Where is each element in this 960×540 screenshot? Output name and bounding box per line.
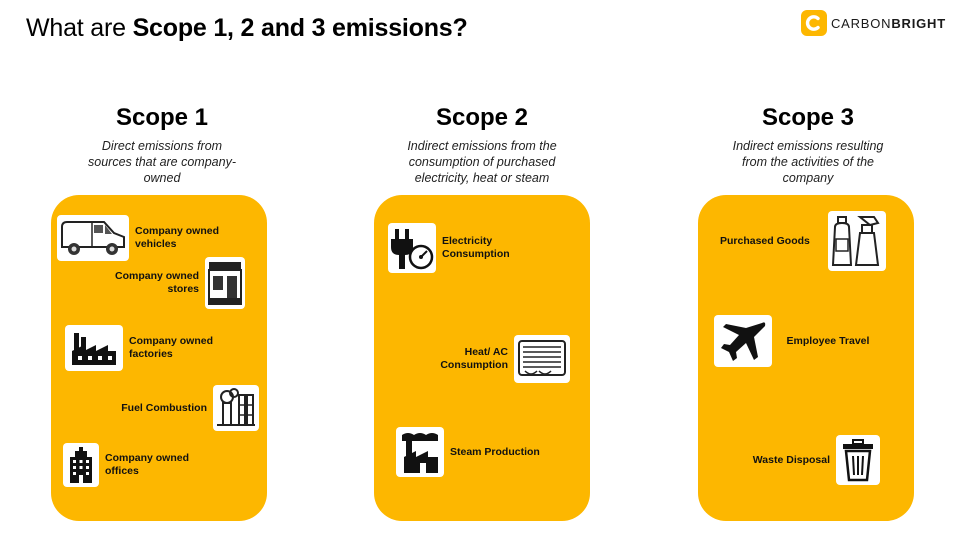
storefront-icon [205,257,245,309]
scope1-description: Direct emissions from sources that are c… [88,139,236,185]
steam-factory-icon [396,427,444,477]
scope3-item-goods: Purchased Goods [720,211,886,271]
scope1-card: Company owned vehicles Company owned sto… [51,195,267,521]
office-building-icon [63,443,99,487]
scope2-item-heat: Heat/ AC Consumption [430,335,570,383]
scope3-item-goods-label: Purchased Goods [720,234,810,247]
scope1-item-factories: Company owned factories [65,325,229,371]
scope1-item-stores-label: Company owned stores [114,270,199,295]
plug-meter-icon [388,223,436,273]
factory-icon [65,325,123,371]
page-title-emphasis: Scope 1, 2 and 3 emissions? [132,14,468,42]
scope3-item-travel: Employee Travel [714,315,878,367]
scope2-header: Scope 2 Indirect emissions from the cons… [372,104,592,186]
scope2-description: Indirect emissions from the consumption … [407,139,557,185]
scope3-header: Scope 3 Indirect emissions resulting fro… [698,104,918,186]
scope1-item-offices: Company owned offices [63,443,205,487]
scope3-item-waste: Waste Disposal [744,435,880,485]
scope1-item-stores: Company owned stores [101,257,245,309]
scope1-item-fuel: Fuel Combustion [111,385,259,431]
scope2-item-electricity-label: Electricity Consumption [442,235,510,260]
logo-wordmark: CARBONBRIGHT [831,16,946,31]
scope1-item-vehicles-label: Company owned vehicles [135,225,220,250]
scope2-item-steam-label: Steam Production [450,445,540,458]
carbonbright-mark-icon [800,10,827,36]
scope1-header: Scope 1 Direct emissions from sources th… [52,104,272,186]
logo-word-2: BRIGHT [891,15,946,31]
airplane-icon [714,315,772,367]
bottles-icon [828,211,886,271]
page-title-prefix: What are [26,14,133,42]
scope3-description: Indirect emissions resulting from the ac… [732,139,884,185]
scope1-item-factories-label: Company owned factories [129,335,214,360]
scope2-item-heat-label: Heat/ AC Consumption [440,346,508,371]
logo-word-1: CARBON [830,15,892,31]
air-conditioner-icon [514,335,570,383]
van-icon [57,215,129,261]
scope2-item-steam: Steam Production [396,427,560,477]
scope1-item-offices-label: Company owned offices [105,452,190,477]
scope3-card: Purchased Goods Employee Travel Waste Di… [698,195,914,521]
combustion-icon [213,385,259,431]
scope1-item-fuel-label: Fuel Combustion [121,401,207,414]
scope2-card: Electricity Consumption Heat/ AC Consump… [374,195,590,521]
carbonbright-logo: CARBONBRIGHT [800,10,946,36]
scope3-item-travel-label: Employee Travel [786,334,870,347]
scope1-title: Scope 1 [115,104,209,131]
scope1-item-vehicles: Company owned vehicles [57,215,235,261]
scope2-title: Scope 2 [435,104,529,131]
page-title: What are Scope 1, 2 and 3 emissions? [26,14,468,43]
scope2-item-electricity: Electricity Consumption [388,223,542,273]
trash-bin-icon [836,435,880,485]
scope3-item-waste-label: Waste Disposal [752,453,830,466]
scope3-title: Scope 3 [761,104,855,131]
